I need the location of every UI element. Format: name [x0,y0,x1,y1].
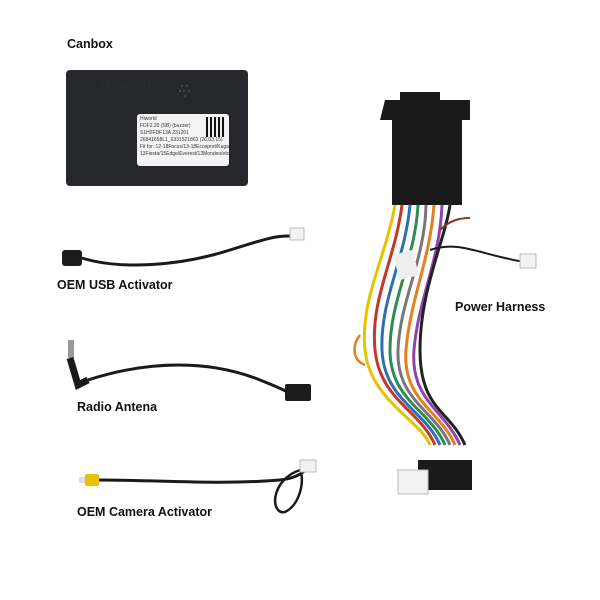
speaker-grille [178,84,191,98]
radio-antenna-label: Radio Antena [77,400,158,414]
radio-antenna-cable [66,340,311,401]
canbox-brand-logo: Hiworld [100,76,152,92]
sticker-line: Hiworld [140,116,157,122]
canbox-sticker: Hiworld FDF2.20 (SB) (buzzer) S1H2FDF13A… [137,114,229,166]
camera-activator-label: OEM Camera Activator [77,505,212,519]
camera-activator-cable [79,459,317,514]
usb-activator-cable [62,227,305,267]
usb-activator-label: OEM USB Activator [57,278,173,292]
canbox-label: Canbox [67,37,113,51]
power-harness [353,92,537,495]
sticker-line: 13Fiesta/15Edge/Everest/13Mondeo/etc [140,151,229,157]
qr-code-icon [206,117,226,137]
sticker-line: Fit for: 12-18Focus/13-18Ecosport/Kuga [140,144,229,150]
sticker-line: FDF2.20 (SB) (buzzer) [140,123,191,129]
sticker-line: S1H2FDF13A 231201 [140,130,189,136]
power-harness-label: Power Harness [455,300,546,314]
sticker-line: 26841658L1_6331521863 (26.03.15) [140,137,223,143]
